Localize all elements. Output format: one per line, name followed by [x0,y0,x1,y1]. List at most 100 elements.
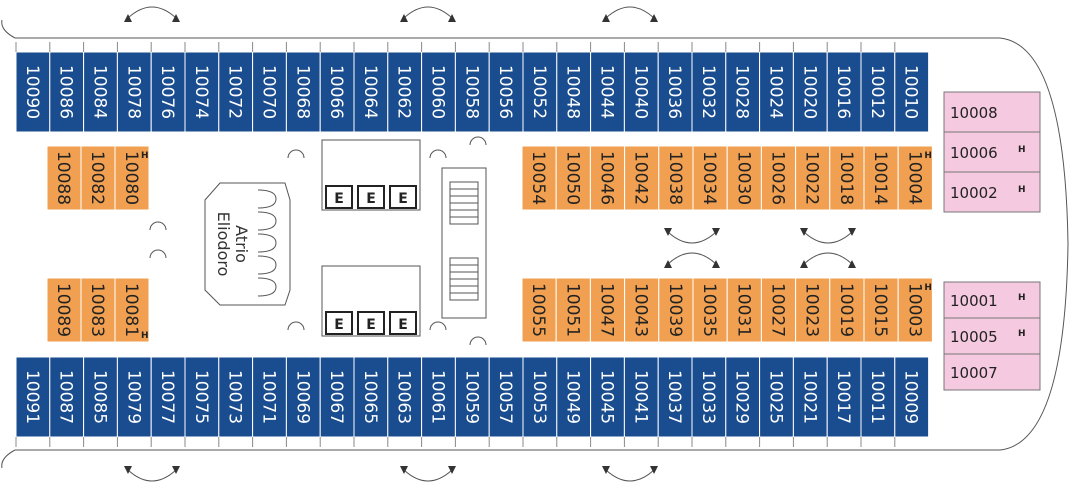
outside-cabin-10011[interactable]: 10011 [860,356,896,447]
inside-cabin-10047[interactable]: 10047 [589,277,626,343]
outside-cabin-10036[interactable]: 10036 [657,42,693,133]
inside-cabin-10027[interactable]: 10027 [760,277,797,343]
inside-cabin-10089[interactable]: 10089 [46,277,82,343]
outside-cabin-10012[interactable]: 10012 [860,42,896,133]
inside-cabin-10023[interactable]: 10023 [795,277,831,343]
outside-cabin-10077[interactable]: 10077 [150,356,186,447]
inside-cabin-10082[interactable]: 10082 [80,145,116,211]
outside-cabin-10052[interactable]: 10052 [522,42,558,133]
outside-cabin-10076[interactable]: 10076 [150,42,186,133]
outside-cabin-10010[interactable]: 10010 [894,42,930,133]
outside-cabin-10087[interactable]: 10087 [49,356,85,447]
inside-cabin-10050[interactable]: 10050 [555,145,591,211]
inside-cabin-10042[interactable]: 10042 [624,145,660,211]
cabin-block [623,356,659,438]
outside-cabin-10053[interactable]: 10053 [522,356,558,447]
outside-cabin-10068[interactable]: 10068 [285,42,321,133]
outside-cabin-10045[interactable]: 10045 [590,356,625,447]
atrium-name-line1: Atrio [232,225,251,263]
outside-cabin-10057[interactable]: 10057 [488,356,524,447]
outside-cabin-10056[interactable]: 10056 [488,42,524,133]
outside-cabin-10070[interactable]: 10070 [252,42,287,133]
inside-cabin-10031[interactable]: 10031 [726,277,762,343]
cabin-number: 10024 [766,65,786,119]
inside-cabin-10019[interactable]: 10019 [829,277,865,343]
outside-cabin-10085[interactable]: 10085 [83,356,118,447]
outside-cabin-10091[interactable]: 10091 [15,356,51,447]
inside-cabin-10026[interactable]: 10026 [760,145,797,211]
outside-cabin-10029[interactable]: 10029 [725,356,761,447]
cabin-number: 10061 [428,370,448,424]
outside-cabin-10028[interactable]: 10028 [725,42,761,133]
outside-cabin-10069[interactable]: 10069 [285,356,321,447]
outside-cabin-10067[interactable]: 10067 [319,356,355,447]
inside-cabin-10054[interactable]: 10054 [521,145,557,211]
outside-cabin-10025[interactable]: 10025 [759,356,794,447]
outside-cabin-10060[interactable]: 10060 [421,42,456,133]
outside-cabin-10071[interactable]: 10071 [252,356,287,447]
outside-cabin-10065[interactable]: 10065 [353,356,389,447]
outside-cabin-10020[interactable]: 10020 [792,42,828,133]
outside-cabin-10075[interactable]: 10075 [184,356,220,447]
outside-cabin-10016[interactable]: 10016 [826,42,862,133]
outside-cabin-10044[interactable]: 10044 [590,42,625,133]
outside-cabin-10079[interactable]: 10079 [116,356,152,447]
outside-cabin-10009[interactable]: 10009 [894,356,930,447]
outside-cabin-10061[interactable]: 10061 [421,356,456,447]
outside-cabin-10073[interactable]: 10073 [218,356,254,447]
outside-cabin-10090[interactable]: 10090 [15,42,51,133]
outside-cabin-10086[interactable]: 10086 [49,42,85,133]
inside-cabin-10043[interactable]: 10043 [624,277,660,343]
inside-cabin-10083[interactable]: 10083 [80,277,116,343]
outside-cabin-10084[interactable]: 10084 [83,42,118,133]
cabin-number: 10050 [562,151,582,205]
outside-cabin-10041[interactable]: 10041 [623,356,659,447]
outside-cabin-10066[interactable]: 10066 [319,42,355,133]
cabin-block [691,51,727,133]
inside-cabin-10022[interactable]: 10022 [795,145,831,211]
outside-cabin-10074[interactable]: 10074 [184,42,220,133]
outside-cabin-10078[interactable]: 10078 [116,42,152,133]
outside-cabin-10024[interactable]: 10024 [759,42,794,133]
cabin-number: 10023 [802,283,822,337]
outside-cabin-10033[interactable]: 10033 [691,356,727,447]
outside-cabin-10049[interactable]: 10049 [556,356,592,447]
inside-cabin-10014[interactable]: 10014 [863,145,899,211]
outside-cabin-10037[interactable]: 10037 [657,356,693,447]
outside-cabin-10062[interactable]: 10062 [387,42,423,133]
inside-cabin-10051[interactable]: 10051 [555,277,591,343]
outside-cabin-10059[interactable]: 10059 [454,356,490,447]
outside-cabin-10021[interactable]: 10021 [792,356,828,447]
cabin-number: 10086 [56,65,76,119]
cabin-number: 10079 [123,370,143,424]
inside-cabin-10030[interactable]: 10030 [726,145,762,211]
inside-cabin-10015[interactable]: 10015 [863,277,899,343]
inside-cabin-10018[interactable]: 10018 [829,145,865,211]
outside-cabin-10032[interactable]: 10032 [691,42,727,133]
cabin-block [387,356,423,438]
inside-cabin-10039[interactable]: 10039 [658,277,694,343]
outside-cabin-10048[interactable]: 10048 [556,42,592,133]
inside-cabin-10088[interactable]: 10088 [46,145,82,211]
inside-cabin-10046[interactable]: 10046 [589,145,626,211]
inside-cabin-10038[interactable]: 10038 [658,145,694,211]
outside-cabin-10072[interactable]: 10072 [218,42,254,133]
inside-cabin-10035[interactable]: 10035 [692,277,728,343]
inside-cabin-10034[interactable]: 10034 [692,145,728,211]
suite-10007[interactable]: 10007 [943,353,1041,391]
outside-cabin-10017[interactable]: 10017 [826,356,862,447]
outside-cabin-10040[interactable]: 10040 [623,42,659,133]
inside-cabin-10055[interactable]: 10055 [521,277,557,343]
outside-cabin-10058[interactable]: 10058 [454,42,490,133]
outside-cabin-10063[interactable]: 10063 [387,356,423,447]
suite-10008[interactable]: 10008 [943,91,1041,133]
outside-cabin-10064[interactable]: 10064 [353,42,389,133]
